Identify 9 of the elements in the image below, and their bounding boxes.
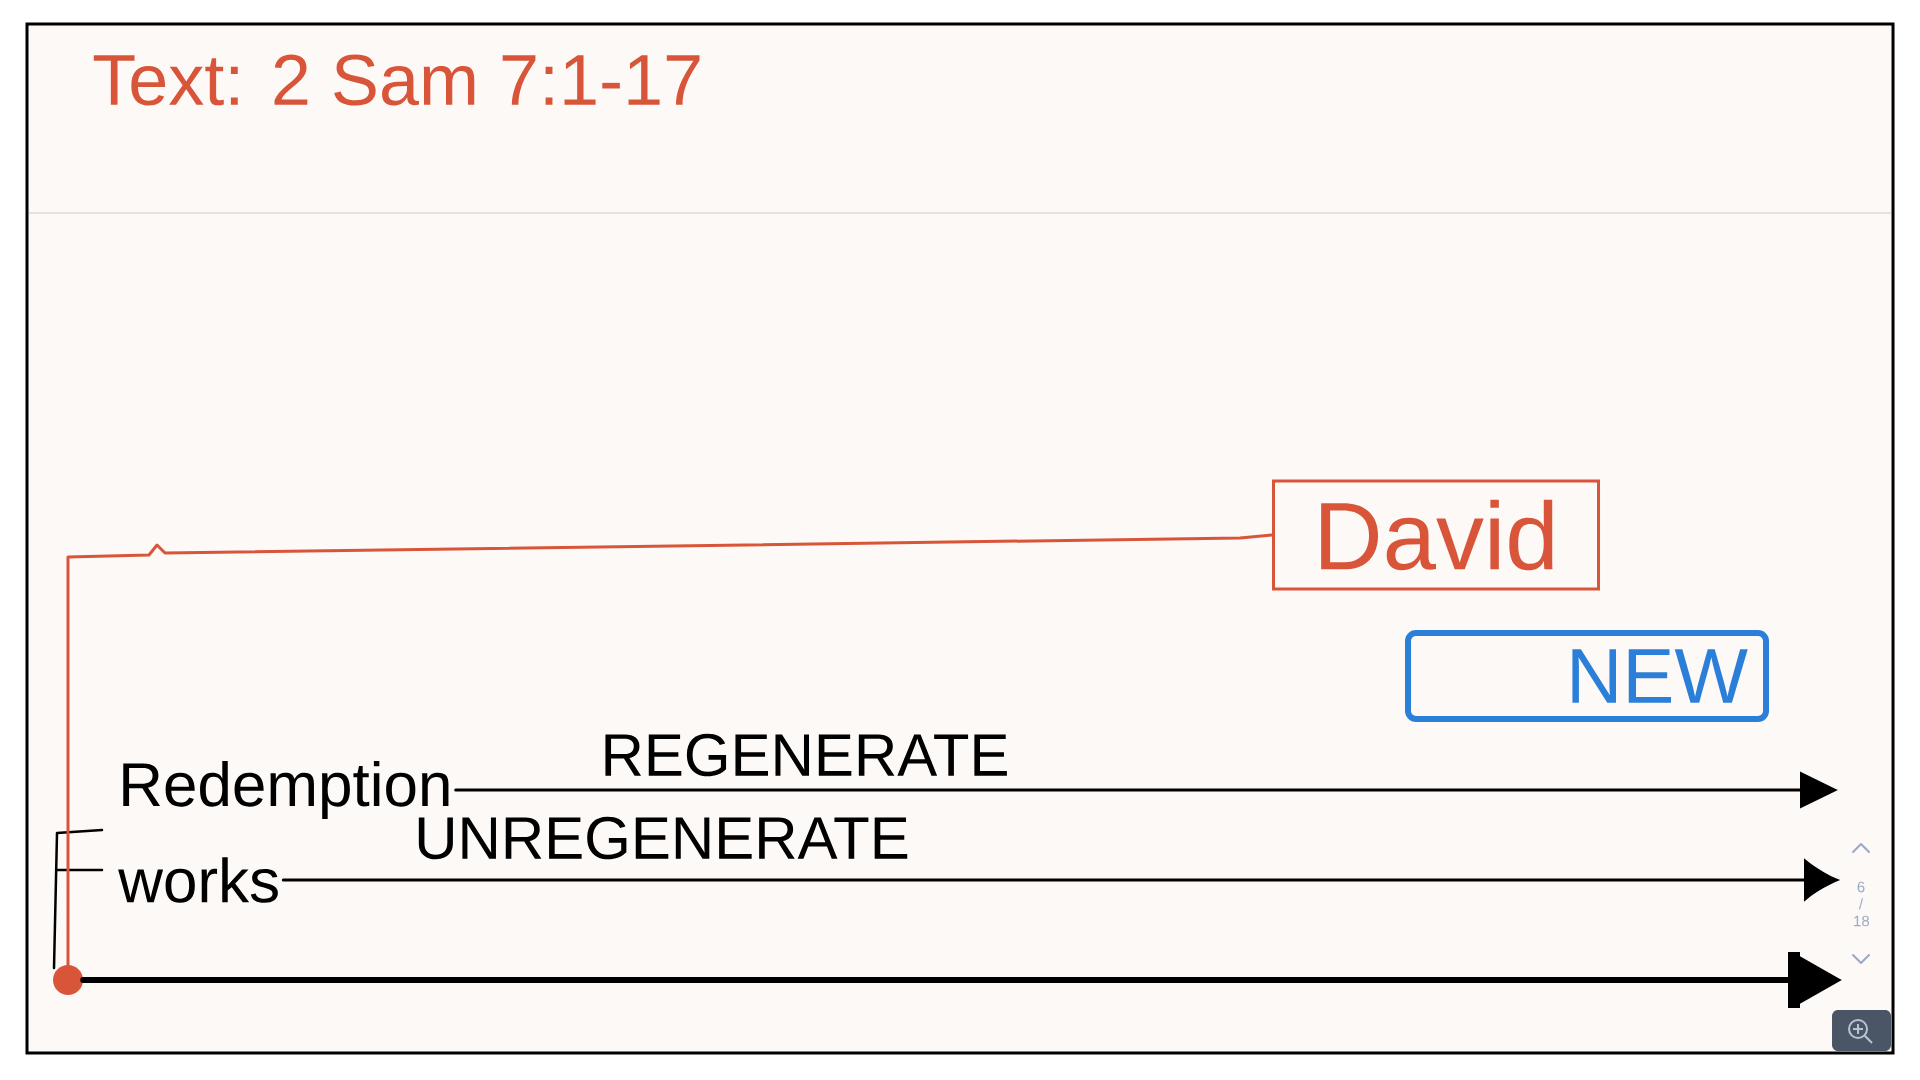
label-box: NEW xyxy=(1405,630,1769,722)
label-box: David xyxy=(1272,479,1600,591)
heading-text: Text: 2 Sam 7:1-17 xyxy=(93,54,700,106)
row-label: works xyxy=(118,857,278,903)
end-dot xyxy=(53,965,83,995)
arrow xyxy=(281,860,1838,900)
page-counter: 6 / 18 xyxy=(1854,881,1870,927)
connector-line xyxy=(66,533,1274,967)
edge-label: REGENERATE xyxy=(598,731,1012,779)
